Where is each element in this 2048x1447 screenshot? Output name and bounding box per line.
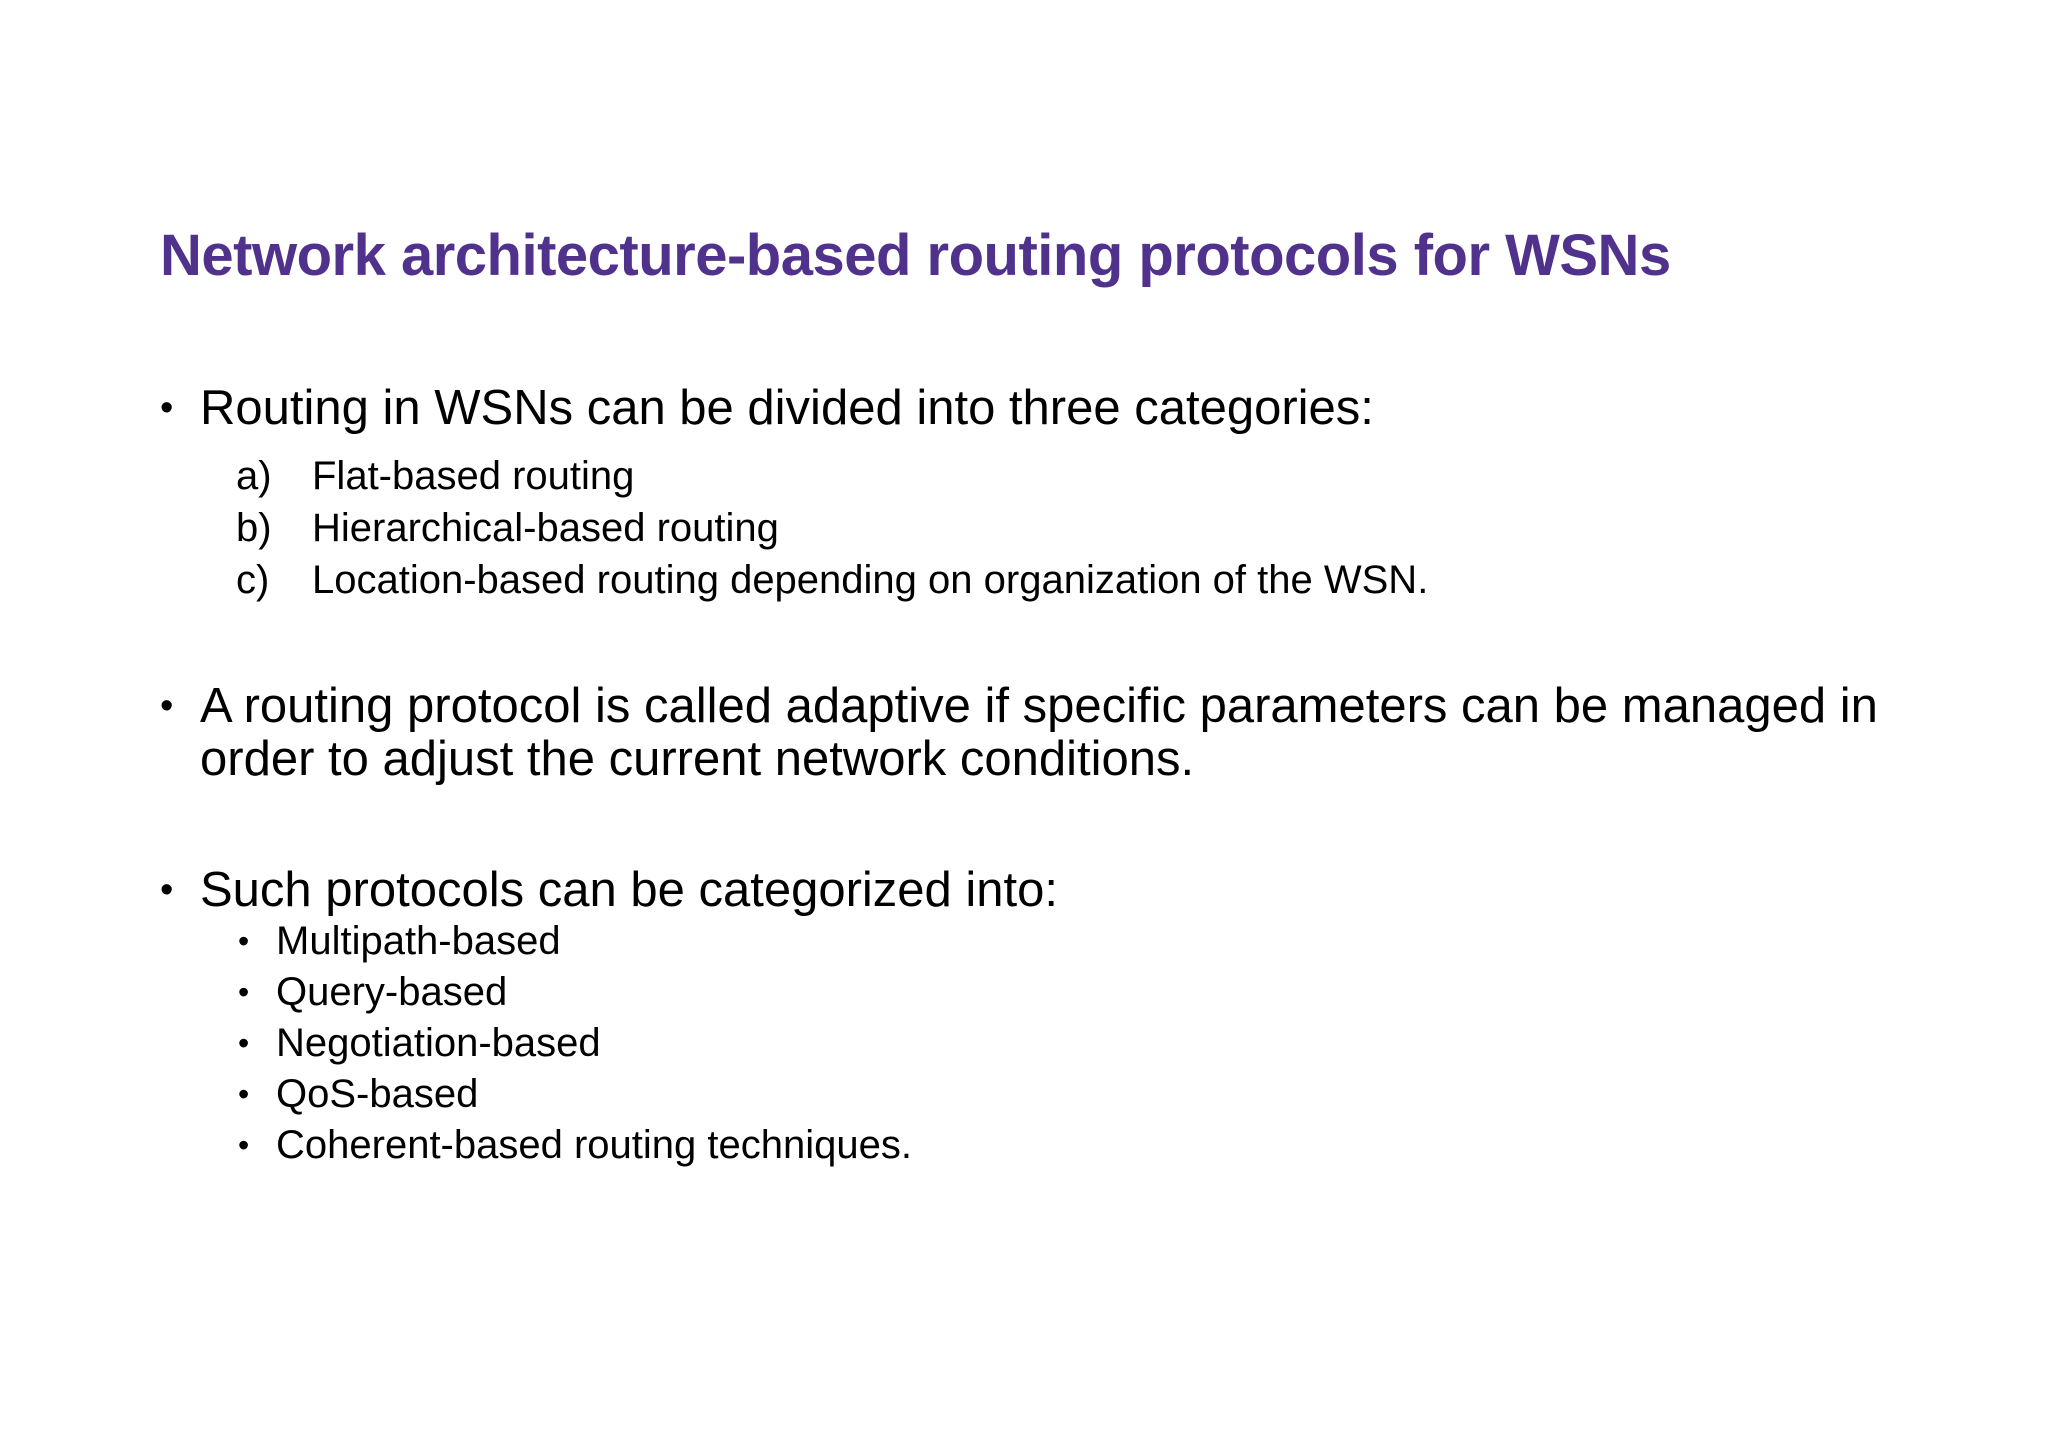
sublist-item: • Multipath-based (238, 916, 1938, 967)
sublist-text: Hierarchical-based routing (312, 506, 779, 550)
bullet-marker: • (160, 387, 174, 429)
lettered-sublist: a) Flat-based routing b) Hierarchical-ba… (236, 450, 1936, 606)
dotted-sublist: • Multipath-based • Query-based • Negoti… (238, 916, 1938, 1171)
sublist-marker: b) (236, 506, 272, 550)
sublist-item: • Coherent-based routing techniques. (238, 1120, 1938, 1171)
sublist-item: a) Flat-based routing (236, 450, 1936, 502)
sublist-item: • Negotiation-based (238, 1018, 1938, 1069)
sublist-text: Coherent-based routing techniques. (276, 1123, 912, 1167)
bullet-text: A routing protocol is called adaptive if… (200, 679, 1878, 786)
sublist-text: Query-based (276, 970, 508, 1014)
sublist-text: QoS-based (276, 1072, 479, 1116)
sublist-text: Negotiation-based (276, 1021, 601, 1065)
sublist-marker: • (238, 974, 250, 1010)
bullet-item: • Such protocols can be categorized into… (160, 864, 1960, 917)
bullet-marker: • (160, 869, 174, 911)
sublist-marker: • (238, 1127, 250, 1163)
bullet-item: • A routing protocol is called adaptive … (160, 680, 1960, 786)
bullet-text: Such protocols can be categorized into: (200, 863, 1059, 917)
sublist-marker: • (238, 1025, 250, 1061)
sublist-marker: a) (236, 454, 272, 498)
bullet-text: Routing in WSNs can be divided into thre… (200, 381, 1374, 435)
sublist-marker: c) (236, 558, 270, 602)
sublist-item: • Query-based (238, 967, 1938, 1018)
sublist-item: b) Hierarchical-based routing (236, 502, 1936, 554)
sublist-text: Location-based routing depending on orga… (312, 558, 1429, 602)
sublist-text: Multipath-based (276, 919, 561, 963)
bullet-item: • Routing in WSNs can be divided into th… (160, 382, 1960, 435)
sublist-item: c) Location-based routing depending on o… (236, 554, 1936, 606)
sublist-text: Flat-based routing (312, 454, 635, 498)
sublist-marker: • (238, 1076, 250, 1112)
bullet-marker: • (160, 685, 174, 727)
sublist-item: • QoS-based (238, 1069, 1938, 1120)
sublist-marker: • (238, 923, 250, 959)
slide-title: Network architecture-based routing proto… (160, 223, 1671, 288)
